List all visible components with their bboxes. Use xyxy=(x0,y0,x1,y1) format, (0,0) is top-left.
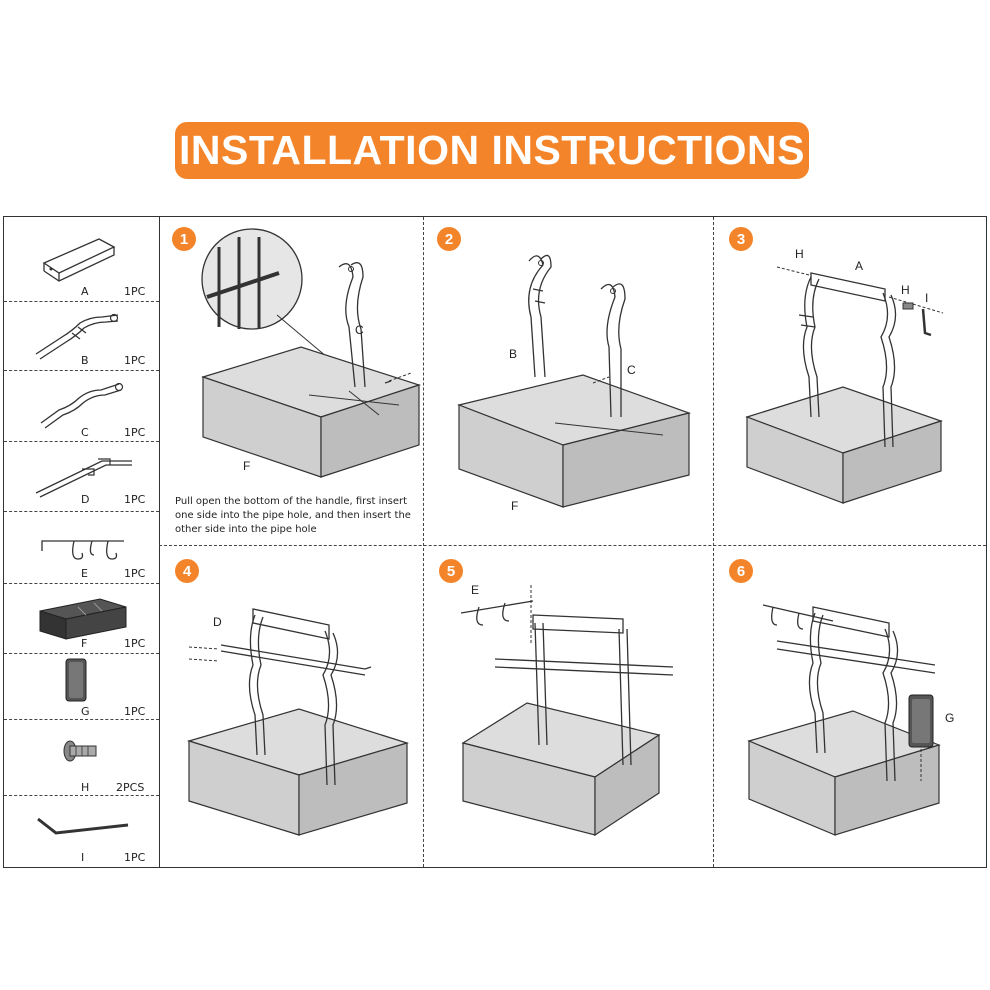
part-quantity: 1PC xyxy=(124,354,146,367)
part-letter: E xyxy=(81,567,88,580)
step-label: F xyxy=(243,459,251,473)
divider xyxy=(159,545,986,546)
divider xyxy=(4,583,159,584)
parts-list: A 1PC B 1PC C 1PC xyxy=(4,217,160,867)
step-number-badge: 4 xyxy=(175,559,199,583)
step-label: I xyxy=(925,291,929,305)
part-quantity: 1PC xyxy=(124,637,146,650)
step-label: G xyxy=(945,711,955,725)
part-quantity: 1PC xyxy=(124,493,146,506)
step-6: 6 G xyxy=(713,545,986,869)
step-label: F xyxy=(511,499,519,513)
step-number-badge: 6 xyxy=(729,559,753,583)
part-letter: G xyxy=(81,705,90,718)
part-letter: C xyxy=(81,426,89,439)
part-h: H 2PCS xyxy=(4,719,159,795)
part-e: E 1PC xyxy=(4,511,159,583)
towel-rack-icon xyxy=(35,458,132,498)
basket-icon xyxy=(39,598,127,640)
step-number-badge: 5 xyxy=(439,559,463,583)
step-1-illustration xyxy=(201,228,421,478)
screw-icon xyxy=(63,740,97,762)
divider xyxy=(4,653,159,654)
step-number-badge: 3 xyxy=(729,227,753,251)
step-5-illustration xyxy=(460,585,674,837)
part-d: D 1PC xyxy=(4,441,159,511)
part-quantity: 1PC xyxy=(124,567,146,580)
step-4-illustration xyxy=(186,608,410,836)
divider xyxy=(4,511,159,512)
part-f: F 1PC xyxy=(4,583,159,653)
steps-grid: 1 C F Pull open xyxy=(159,217,986,867)
step-number-badge: 2 xyxy=(437,227,461,251)
part-quantity: 1PC xyxy=(124,285,146,298)
part-b: B 1PC xyxy=(4,301,159,370)
instructions-frame: A 1PC B 1PC C 1PC xyxy=(3,216,987,868)
step-1-note: Pull open the bottom of the handle, firs… xyxy=(175,496,411,535)
divider xyxy=(4,301,159,302)
step-3: 3 H A H I xyxy=(713,217,986,545)
step-label: D xyxy=(213,615,222,629)
side-handle-c-icon xyxy=(40,382,124,429)
step-6-illustration xyxy=(747,604,941,836)
divider xyxy=(4,441,159,442)
step-label: C xyxy=(627,363,636,377)
step-label: H xyxy=(795,247,804,261)
part-a: A 1PC xyxy=(4,217,159,301)
step-label: E xyxy=(471,583,480,597)
page-title: INSTALLATION INSTRUCTIONS xyxy=(179,127,805,173)
title-banner: INSTALLATION INSTRUCTIONS xyxy=(175,122,809,179)
part-letter: B xyxy=(81,354,89,367)
step-number-badge: 1 xyxy=(172,227,196,251)
step-2-illustration xyxy=(456,254,692,508)
part-letter: H xyxy=(81,781,90,794)
step-label: H xyxy=(901,283,910,297)
divider xyxy=(4,370,159,371)
divider xyxy=(713,217,714,867)
step-5: 5 E xyxy=(423,545,713,869)
allen-key-icon xyxy=(37,817,129,835)
step-label: C xyxy=(355,323,364,337)
part-c: C 1PC xyxy=(4,370,159,441)
part-i: I 1PC xyxy=(4,795,159,867)
hook-icon xyxy=(41,540,124,560)
step-label: B xyxy=(509,347,518,361)
part-quantity: 1PC xyxy=(124,705,146,718)
divider xyxy=(4,795,159,796)
part-letter: A xyxy=(81,285,89,298)
step-3-illustration xyxy=(745,266,944,504)
step-4: 4 D xyxy=(159,545,423,869)
handle-bar-icon xyxy=(42,238,116,282)
mesh-panel-icon xyxy=(65,658,87,702)
part-quantity: 2PCS xyxy=(116,781,145,794)
part-letter: F xyxy=(81,637,88,650)
part-g: G 1PC xyxy=(4,653,159,719)
step-2: 2 B C F xyxy=(423,217,713,545)
side-handle-b-icon xyxy=(35,313,119,360)
step-label: A xyxy=(855,259,864,273)
divider xyxy=(423,217,424,867)
step-1: 1 C F Pull open xyxy=(159,217,423,545)
divider xyxy=(4,719,159,720)
part-letter: D xyxy=(81,493,90,506)
part-quantity: 1PC xyxy=(124,426,146,439)
part-letter: I xyxy=(81,851,85,864)
part-quantity: 1PC xyxy=(124,851,146,864)
